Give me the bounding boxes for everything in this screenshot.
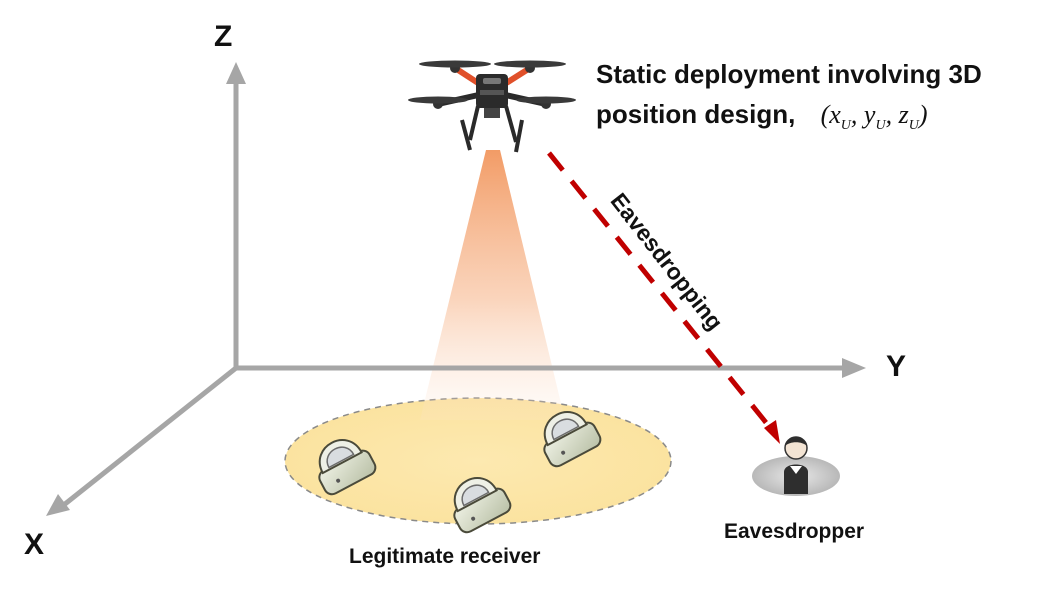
coord-z: z	[899, 100, 909, 129]
legitimate-receiver-label: Legitimate receiver	[349, 545, 540, 569]
deployment-caption-line2: position design, (xU, yU, zU)	[596, 96, 928, 144]
sep-2: ,	[886, 100, 899, 129]
x-axis-label: X	[24, 528, 44, 562]
eavesdropping-arrowhead	[764, 420, 780, 444]
paren-open: (	[821, 100, 830, 129]
eavesdropper-label: Eavesdropper	[724, 520, 864, 544]
paren-close: )	[919, 100, 928, 129]
z-axis-label: Z	[214, 20, 232, 54]
coord-x: x	[829, 100, 841, 129]
coord-z-sub: U	[909, 118, 919, 133]
beam-cone	[420, 150, 565, 420]
eavesdropper-person-icon	[752, 437, 840, 496]
coord-y-sub: U	[875, 118, 885, 133]
deployment-caption-line1: Static deployment involving 3D	[596, 56, 982, 92]
coord-x-sub: U	[841, 118, 851, 133]
sep-1: ,	[851, 100, 864, 129]
uav-drone-icon	[408, 61, 576, 153]
eavesdropping-link	[549, 153, 772, 430]
y-axis-arrowhead	[842, 358, 866, 378]
caption-line2-text: position design,	[596, 99, 795, 129]
coord-y: y	[864, 100, 876, 129]
y-axis-label: Y	[886, 350, 906, 384]
uav-position-formula: (xU, yU, zU)	[821, 100, 928, 129]
z-axis-arrowhead	[226, 62, 246, 84]
x-axis-line	[60, 368, 236, 508]
